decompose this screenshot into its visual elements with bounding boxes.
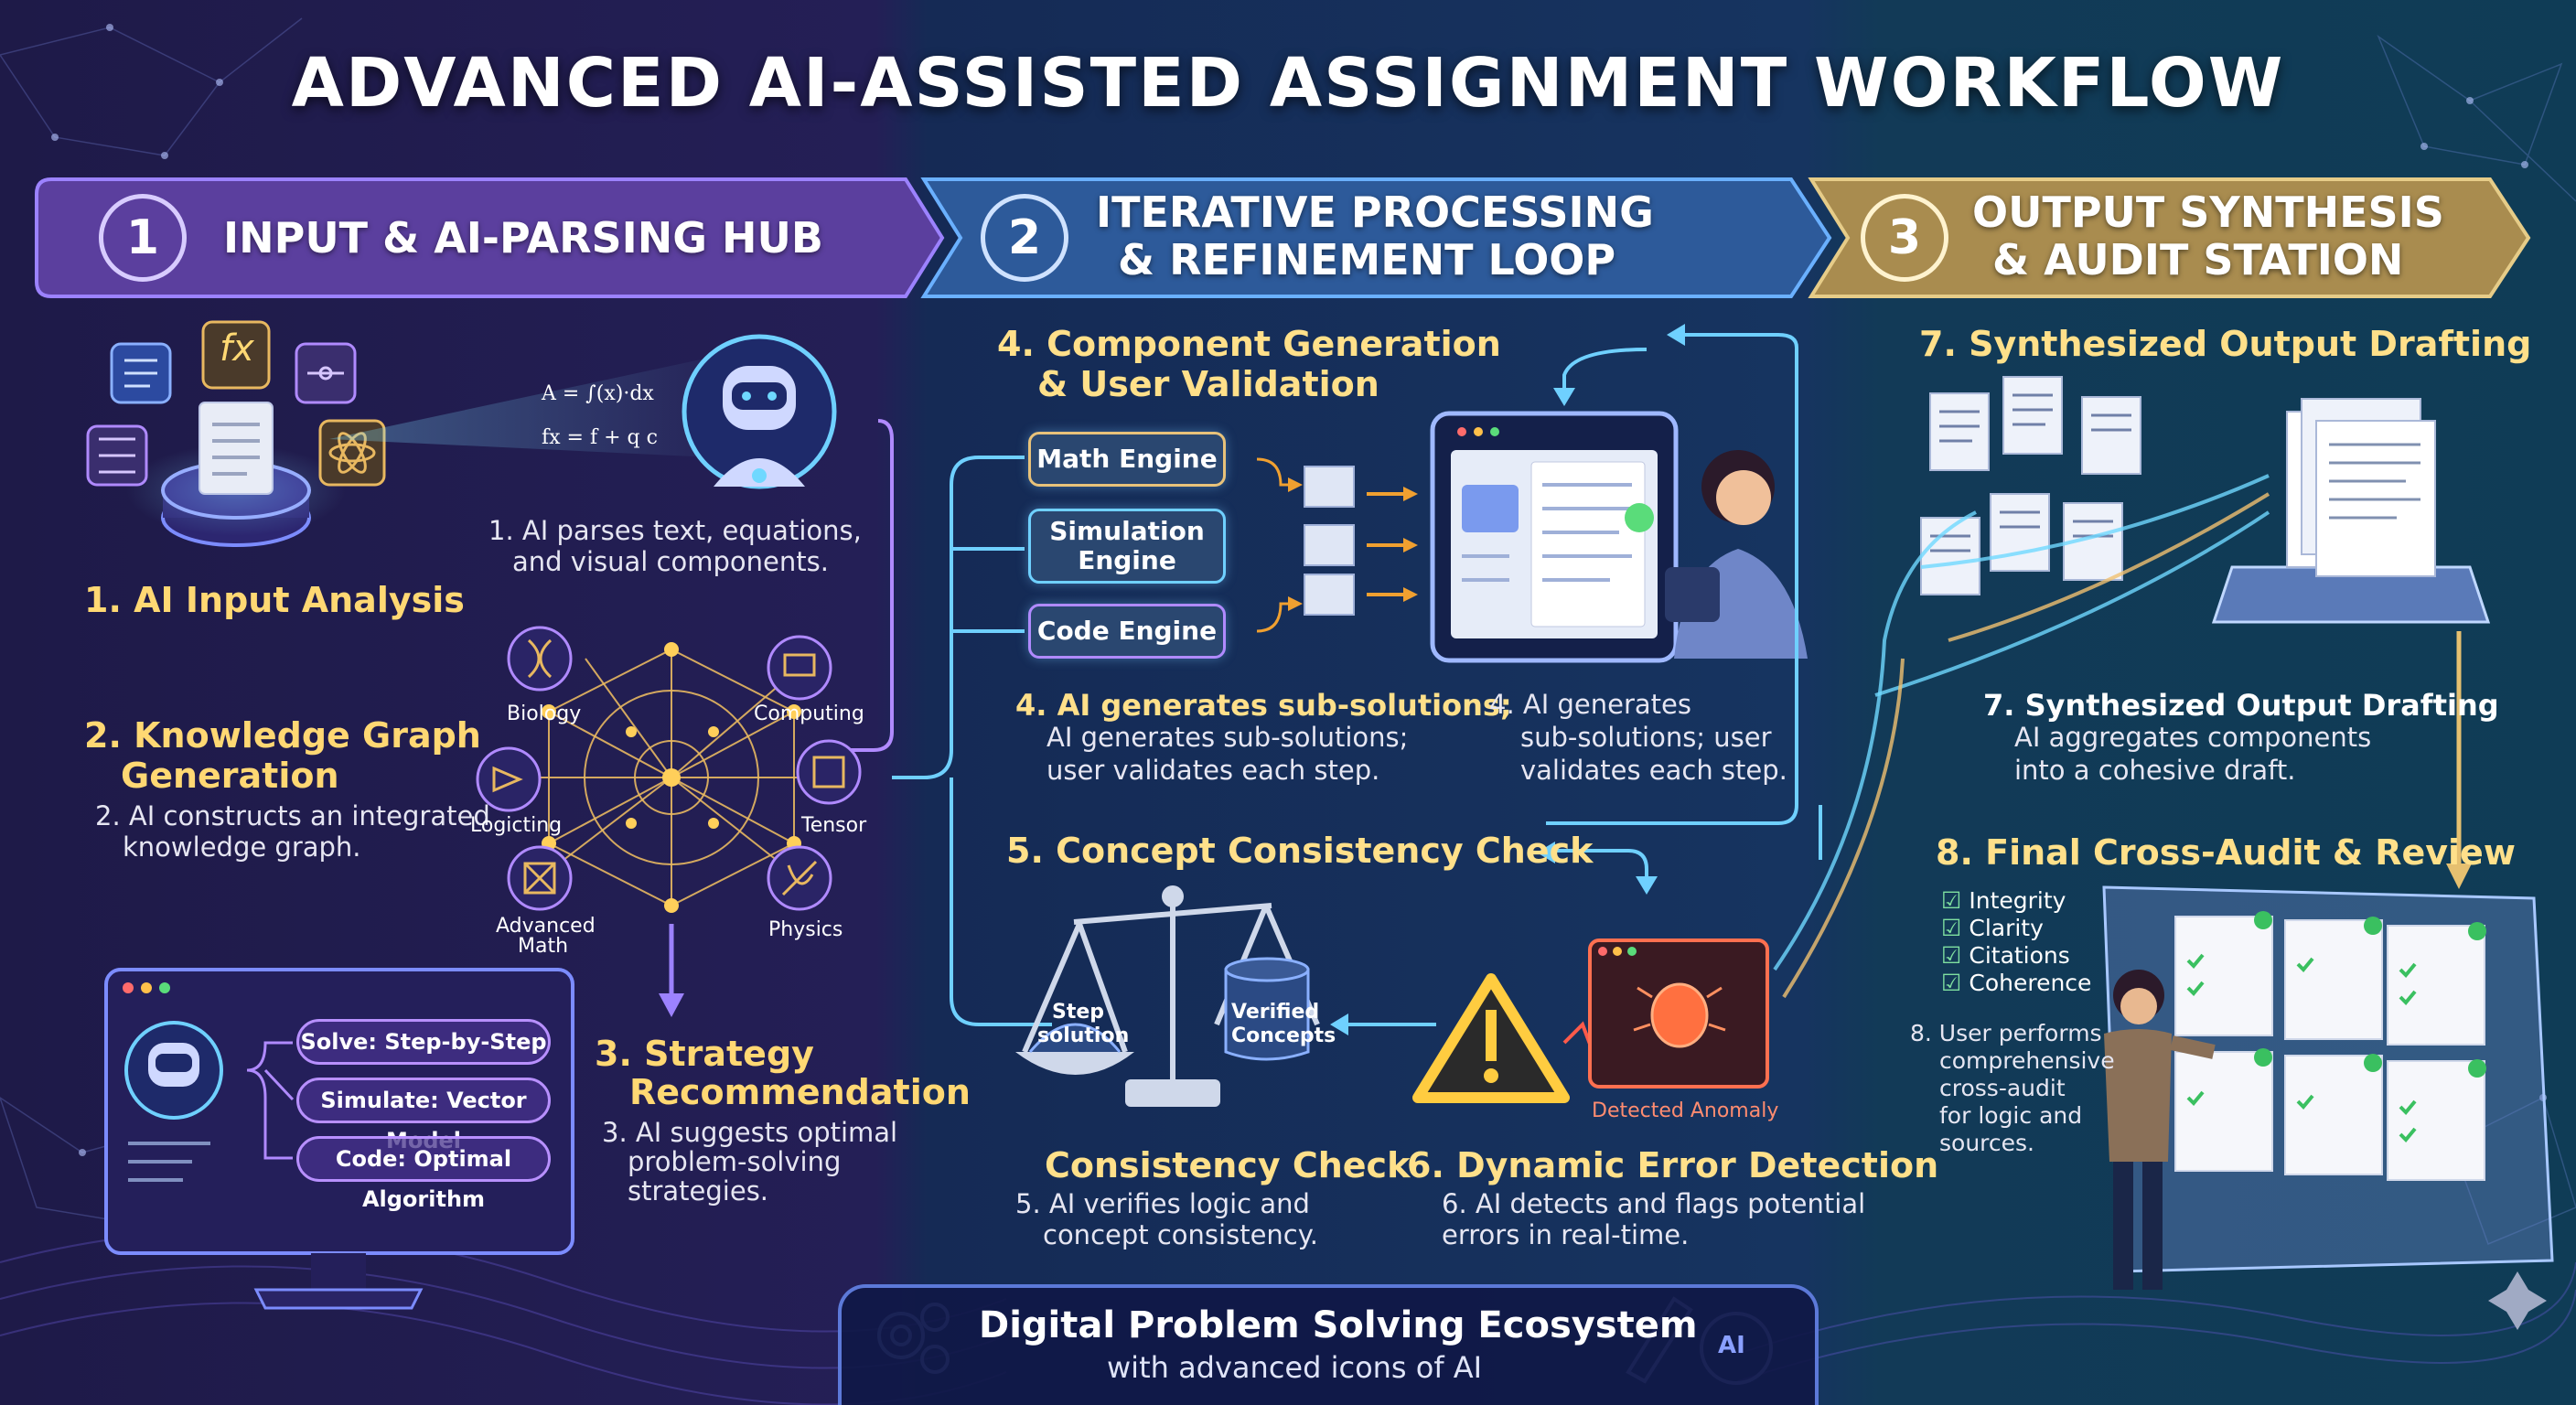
stage-1-banner	[35, 177, 945, 298]
step4-heading-line1: 4. Component Generation	[997, 324, 1501, 364]
step8-desc-line2: comprehensive	[1939, 1047, 2115, 1074]
checklist-item-integrity: ☑ Integrity	[1941, 887, 2066, 914]
ai-brain-icon: AI	[1718, 1332, 1745, 1359]
stage-3-label-line1: OUTPUT SYNTHESIS	[1972, 188, 2444, 237]
step4-heading-line2: & User Validation	[1037, 364, 1379, 404]
graph-node-tensor: Tensor	[801, 814, 867, 837]
step3-heading-line2: Recommendation	[629, 1072, 971, 1112]
consistency-desc-line1: 5. AI verifies logic and	[1015, 1188, 1310, 1219]
step7-desc-line2: into a cohesive draft.	[2014, 755, 2296, 786]
checklist-item-citations: ☑ Citations	[1941, 942, 2070, 969]
scale-left-line1: Step	[1052, 1001, 1105, 1024]
step3-desc-line3: strategies.	[628, 1175, 769, 1207]
step6-heading: 6. Dynamic Error Detection	[1407, 1145, 1939, 1185]
scale-left-line2: solution	[1037, 1024, 1130, 1047]
step8-heading: 8. Final Cross-Audit & Review	[1936, 832, 2516, 873]
step2-desc-line2: knowledge graph.	[123, 831, 361, 863]
footer-subtitle: with advanced icons of AI	[1107, 1350, 1483, 1385]
graph-node-advanced-math-line2: Math	[518, 935, 569, 958]
step4-left-heading: 4. AI generates sub-solutions;	[1015, 688, 1512, 723]
checklist-label: Integrity	[1969, 887, 2066, 914]
parse-note-line2: and visual components.	[512, 546, 829, 577]
stage-2-label-line1: ITERATIVE PROCESSING	[1096, 188, 1654, 237]
stage-1-label: INPUT & AI-PARSING HUB	[223, 213, 823, 263]
anomaly-label: Detected Anomaly	[1592, 1099, 1779, 1122]
step8-desc-line4: for logic and	[1939, 1102, 2083, 1129]
checkbox-icon: ☑	[1941, 887, 1970, 914]
stage-1-number: 1	[99, 194, 187, 282]
equation-line-1: A = ∫(x)·dx	[542, 382, 654, 405]
footer-panel	[838, 1284, 1819, 1405]
simulation-engine[interactable]: Simulation Engine	[1028, 509, 1226, 584]
stage-3-number: 3	[1861, 194, 1948, 282]
consistency-desc-line2: concept consistency.	[1043, 1219, 1318, 1250]
parse-note-line1: 1. AI parses text, equations,	[488, 515, 862, 546]
simulation-engine-line1: Simulation	[1049, 516, 1205, 546]
strategy-solve-button[interactable]: Solve: Step-by-Step	[296, 1019, 551, 1065]
step4-right-line2: sub-solutions; user	[1520, 722, 1772, 753]
step8-desc-line3: cross-audit	[1939, 1075, 2066, 1101]
graph-node-advanced-math-line1: Advanced	[496, 915, 596, 938]
consistency-heading: Consistency Check	[1045, 1145, 1411, 1185]
step4-left-line3: user validates each step.	[1046, 755, 1380, 786]
page-title: ADVANCED AI-ASSISTED ASSIGNMENT WORKFLOW	[291, 44, 2285, 123]
graph-node-physics: Physics	[768, 918, 843, 941]
step4-left-line2: AI generates sub-solutions;	[1046, 722, 1409, 753]
checklist-item-coherence: ☑ Coherence	[1941, 970, 2091, 996]
step4-right-line1: 4. AI generates	[1489, 689, 1691, 720]
graph-node-computing: Computing	[754, 702, 864, 725]
math-engine[interactable]: Math Engine	[1028, 432, 1226, 487]
step6-desc-line1: 6. AI detects and flags potential	[1442, 1188, 1866, 1219]
checklist-label: Citations	[1969, 942, 2070, 969]
checkbox-icon: ☑	[1941, 942, 1970, 969]
stage-2-banner	[920, 177, 1832, 298]
fx-icon: fx	[220, 327, 254, 370]
graph-node-biology: Biology	[507, 702, 582, 725]
step2-heading-line1: 2. Knowledge Graph	[84, 715, 481, 756]
step2-heading-line2: Generation	[121, 756, 339, 796]
step8-desc-line5: sources.	[1939, 1130, 2034, 1156]
step3-desc-line2: problem-solving	[628, 1146, 842, 1177]
step7-sub-heading: 7. Synthesized Output Drafting	[1983, 688, 2499, 723]
stage-3-banner	[1808, 177, 2531, 298]
step3-heading-line1: 3. Strategy	[595, 1034, 814, 1074]
equation-line-2: fx = f + q c	[542, 426, 658, 449]
checklist-label: Coherence	[1969, 970, 2092, 996]
step5-heading: 5. Concept Consistency Check	[1006, 831, 1594, 871]
stage-2-number: 2	[981, 194, 1068, 282]
checkbox-icon: ☑	[1941, 915, 1970, 941]
checkbox-icon: ☑	[1941, 970, 1970, 996]
scale-right-line1: Verified	[1231, 1001, 1320, 1024]
stage-2-label-line2: & REFINEMENT LOOP	[1118, 235, 1616, 284]
step6-desc-line2: errors in real-time.	[1442, 1219, 1690, 1250]
step8-desc-line1: 8. User performs	[1910, 1020, 2102, 1046]
step7-heading: 7. Synthesized Output Drafting	[1919, 324, 2532, 364]
code-engine[interactable]: Code Engine	[1028, 604, 1226, 659]
step3-desc-line1: 3. AI suggests optimal	[602, 1117, 898, 1148]
stage-3-label-line2: & AUDIT STATION	[1992, 235, 2404, 284]
checklist-item-clarity: ☑ Clarity	[1941, 915, 2044, 941]
footer-title: Digital Problem Solving Ecosystem	[979, 1304, 1698, 1346]
checklist-label: Clarity	[1969, 915, 2044, 941]
simulation-engine-line2: Engine	[1078, 545, 1176, 575]
strategy-code-button[interactable]: Code: Optimal Algorithm	[296, 1136, 551, 1212]
graph-node-logicting: Logicting	[470, 814, 563, 837]
step7-desc-line1: AI aggregates components	[2014, 722, 2372, 753]
step4-right-line3: validates each step.	[1520, 755, 1787, 786]
step2-desc-line1: 2. AI constructs an integrated	[95, 800, 490, 831]
scale-right-line2: Concepts	[1231, 1024, 1336, 1047]
strategy-simulate-button[interactable]: Simulate: Vector Model	[296, 1078, 551, 1153]
step1-heading: 1. AI Input Analysis	[84, 580, 465, 620]
